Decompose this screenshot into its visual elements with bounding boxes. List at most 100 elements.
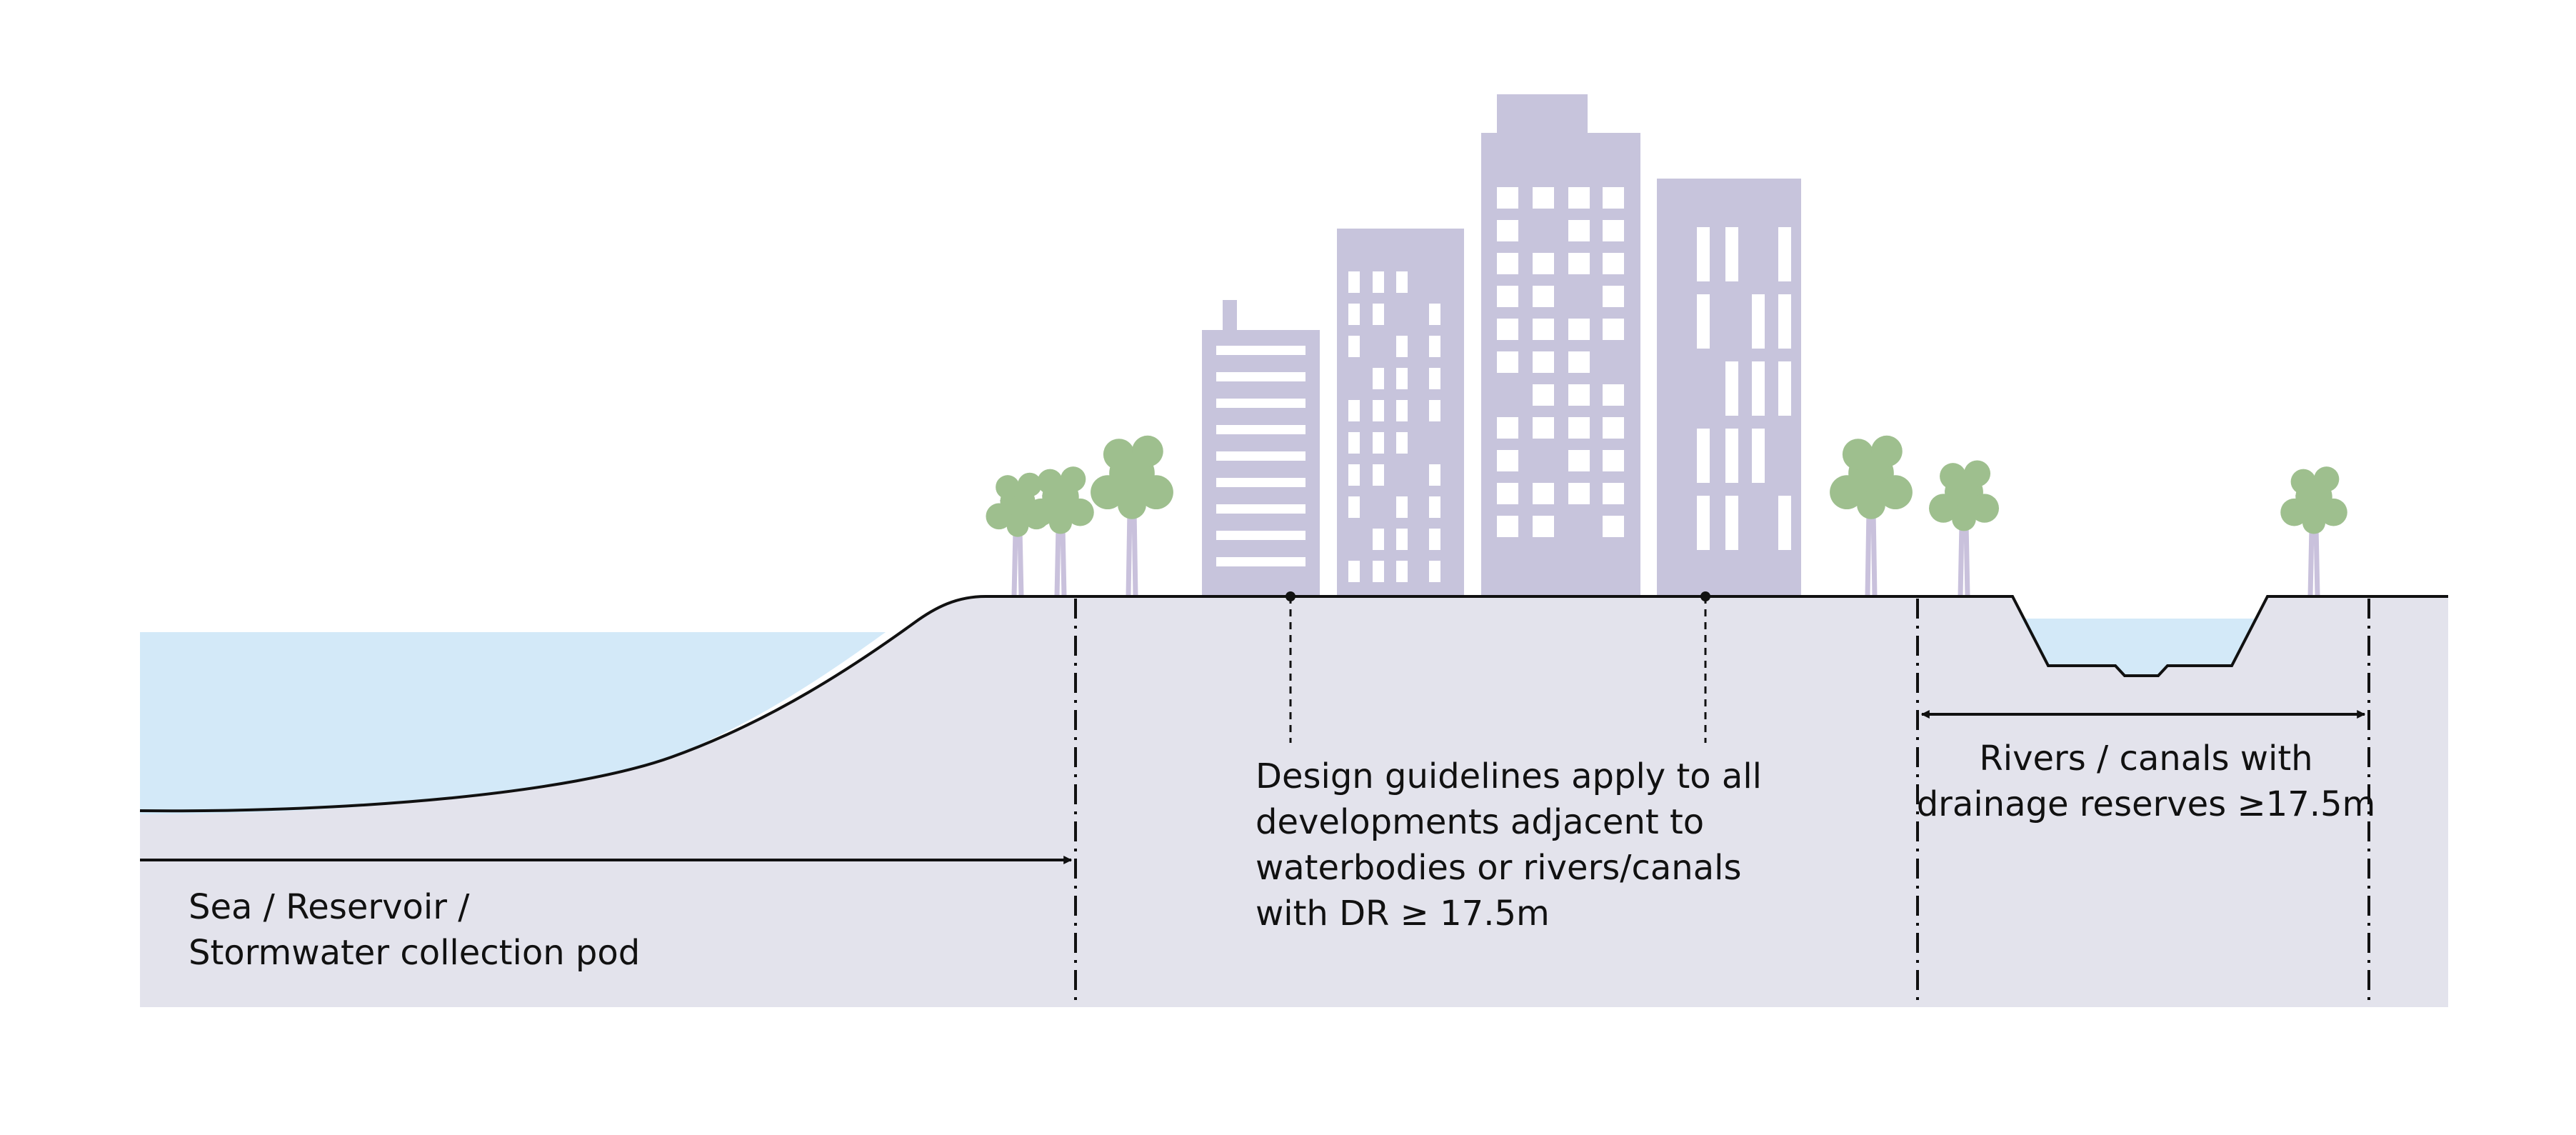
- window: [1348, 304, 1360, 325]
- tree-foliage: [1091, 475, 1125, 510]
- window: [1497, 483, 1518, 504]
- window: [1603, 286, 1624, 307]
- rivers-canals-label: Rivers / canals with drainage reserves ≥…: [1896, 736, 2396, 827]
- design-guidelines-label: Design guidelines apply to all developme…: [1256, 754, 1970, 936]
- tree-foliage: [1132, 435, 1163, 467]
- window: [1568, 187, 1590, 209]
- window: [1533, 483, 1554, 504]
- window: [1429, 336, 1440, 357]
- leader-dot-1: [1286, 591, 1295, 601]
- tree: [1830, 435, 1913, 597]
- tree-foliage: [1871, 435, 1903, 467]
- tree-foliage: [2280, 498, 2308, 526]
- window: [1396, 400, 1408, 421]
- window: [1429, 529, 1440, 550]
- window: [1497, 187, 1518, 209]
- building-1: [1202, 330, 1320, 596]
- tree-foliage: [1037, 469, 1063, 495]
- ground-section: [140, 596, 2448, 1007]
- window: [1533, 417, 1554, 439]
- window: [1603, 220, 1624, 241]
- guidelines-label-line-3: waterbodies or rivers/canals: [1256, 848, 1742, 888]
- tree-foliage: [1027, 498, 1055, 526]
- tree: [986, 472, 1050, 597]
- trees: [986, 435, 2347, 597]
- window: [1497, 351, 1518, 373]
- leader-dot-2: [1700, 591, 1710, 601]
- window: [1603, 187, 1624, 209]
- window: [1396, 561, 1408, 582]
- tree: [1027, 466, 1094, 597]
- sea-reservoir-label: Sea / Reservoir / Stormwater collection …: [189, 884, 831, 976]
- window: [1373, 304, 1384, 325]
- tree-foliage: [1048, 511, 1073, 534]
- window: [1429, 400, 1440, 421]
- window: [1396, 496, 1408, 518]
- window-slot: [1725, 496, 1738, 550]
- window: [1497, 319, 1518, 340]
- window: [1373, 561, 1384, 582]
- window: [1373, 271, 1384, 293]
- window: [1348, 400, 1360, 421]
- tree-foliage: [1970, 494, 1999, 523]
- window: [1497, 417, 1518, 439]
- window: [1348, 561, 1360, 582]
- window: [1429, 368, 1440, 389]
- window: [1533, 384, 1554, 406]
- building-3-top: [1497, 94, 1588, 133]
- tree-foliage: [1018, 472, 1042, 497]
- window: [1497, 450, 1518, 471]
- window: [1568, 384, 1590, 406]
- window: [1373, 529, 1384, 550]
- tree-foliage: [986, 503, 1013, 530]
- window-slot: [1725, 361, 1738, 416]
- window: [1533, 516, 1554, 537]
- window-slot: [1778, 294, 1791, 349]
- building-2-windows: [1348, 271, 1440, 582]
- tree: [2280, 466, 2347, 597]
- building-4-windows: [1697, 227, 1791, 550]
- window-strip: [1216, 478, 1305, 487]
- window-slot: [1725, 429, 1738, 483]
- window: [1396, 271, 1408, 293]
- tree-foliage: [1103, 439, 1135, 470]
- guidelines-label-line-4: with DR ≥ 17.5m: [1256, 894, 1550, 934]
- window-strip: [1216, 451, 1305, 461]
- window: [1603, 516, 1624, 537]
- sea-label-line-2: Stormwater collection pod: [189, 933, 641, 973]
- window: [1348, 432, 1360, 454]
- sea-water: [140, 632, 886, 814]
- window-strip: [1216, 399, 1305, 408]
- window: [1396, 336, 1408, 357]
- window: [1348, 271, 1360, 293]
- window-slot: [1697, 496, 1710, 550]
- window: [1533, 253, 1554, 274]
- window: [1348, 464, 1360, 486]
- window: [1568, 220, 1590, 241]
- window-slot: [1725, 227, 1738, 281]
- tree-foliage: [1857, 490, 1885, 519]
- window: [1568, 483, 1590, 504]
- canal-water: [2021, 619, 2255, 676]
- ground-outline: [139, 595, 2448, 813]
- window-strip: [1216, 425, 1305, 434]
- window: [1568, 319, 1590, 340]
- building-1-windows: [1216, 346, 1305, 566]
- tree-foliage: [996, 475, 1020, 499]
- window: [1396, 368, 1408, 389]
- window: [1533, 319, 1554, 340]
- tree-foliage: [1066, 498, 1094, 526]
- tree-foliage: [2302, 511, 2326, 534]
- window: [1533, 351, 1554, 373]
- tree-foliage: [1929, 494, 1958, 523]
- window-strip: [1216, 531, 1305, 540]
- window: [1429, 561, 1440, 582]
- tree-foliage: [1952, 506, 1976, 531]
- tree-foliage: [2290, 469, 2316, 495]
- window: [1497, 220, 1518, 241]
- sea-label-line-1: Sea / Reservoir /: [189, 887, 470, 927]
- window: [1603, 319, 1624, 340]
- window-slot: [1778, 361, 1791, 416]
- window-strip: [1216, 372, 1305, 381]
